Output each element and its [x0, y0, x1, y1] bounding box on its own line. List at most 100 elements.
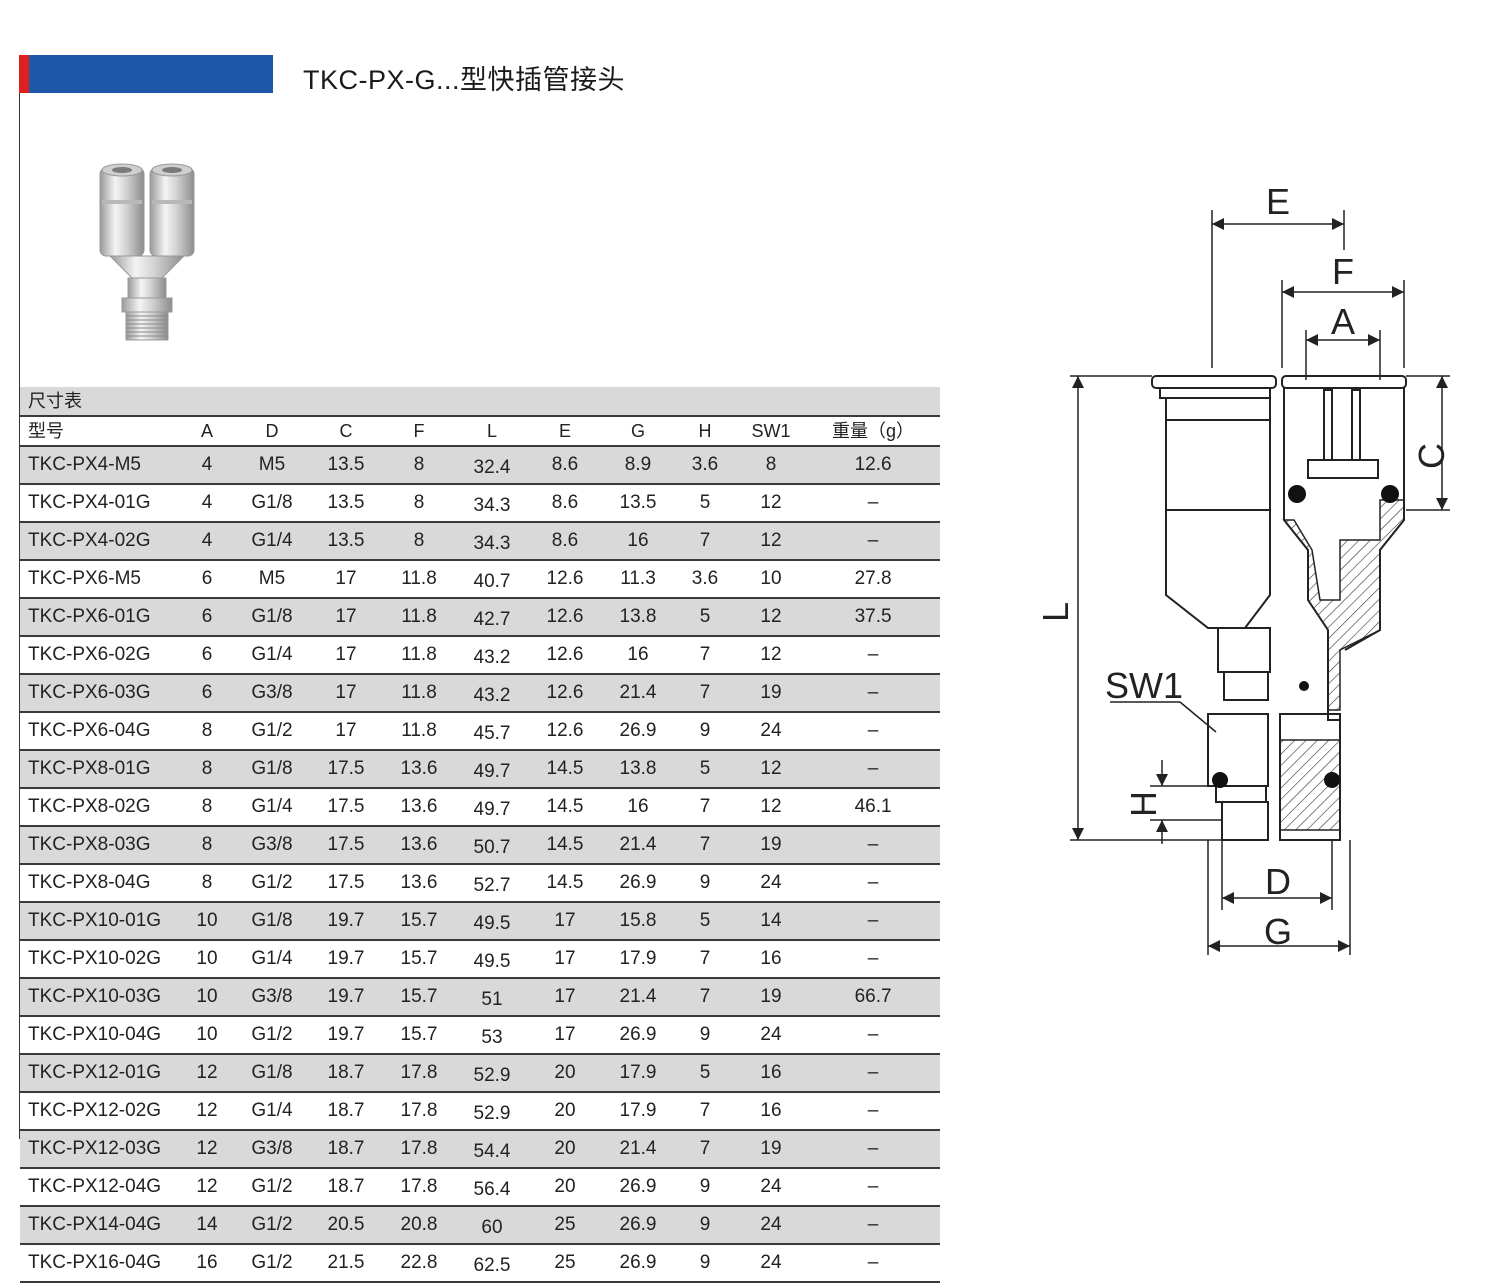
table-cell: 17.5 — [310, 750, 382, 790]
table-cell: 5 — [674, 484, 736, 524]
table-cell: 22.8 — [382, 1244, 456, 1283]
table-cell: – — [806, 750, 941, 790]
table-cell: 19 — [736, 826, 806, 866]
table-cell: 9 — [674, 1244, 736, 1283]
table-cell: 18.7 — [310, 1054, 382, 1094]
table-cell: 8 — [382, 484, 456, 524]
table-cell: 52.7 — [456, 864, 528, 904]
table-cell: G1/8 — [234, 1054, 310, 1094]
table-cell: 24 — [736, 1168, 806, 1208]
table-cell: 45.7 — [456, 712, 528, 752]
table-cell: 37.5 — [806, 598, 941, 638]
table-cell: 24 — [736, 1206, 806, 1246]
page-title: TKC-PX-G...型快插管接头 — [303, 65, 626, 95]
label-A: A — [1331, 301, 1355, 342]
table-cell: 20.5 — [310, 1206, 382, 1246]
table-cell: 10 — [180, 902, 234, 942]
table-cell: 19.7 — [310, 902, 382, 942]
table-cell: 16 — [736, 1092, 806, 1132]
table-cell: 17.9 — [602, 940, 674, 980]
table-cell: 15.7 — [382, 902, 456, 942]
table-cell: G1/2 — [234, 1168, 310, 1208]
table-cell: 9 — [674, 1016, 736, 1056]
table-cell: TKC-PX8-04G — [20, 864, 180, 904]
header-cell: 型号 — [20, 416, 180, 448]
header-cell: G — [602, 416, 674, 448]
table-cell: TKC-PX12-02G — [20, 1092, 180, 1132]
technical-drawing: E F A C L SW1 H D G — [1040, 181, 1452, 955]
table-cell: G1/4 — [234, 636, 310, 676]
table-cell: – — [806, 712, 941, 752]
table-cell: 16 — [602, 636, 674, 676]
table-cell: TKC-PX10-03G — [20, 978, 180, 1018]
table-cell: 19.7 — [310, 978, 382, 1018]
table-cell: 20 — [528, 1092, 602, 1132]
table-cell: 13.5 — [310, 484, 382, 524]
table-caption: 尺寸表 — [20, 387, 941, 418]
table-cell: 34.3 — [456, 484, 528, 524]
header-cell: D — [234, 416, 310, 448]
table-cell: 24 — [736, 864, 806, 904]
table-cell: 17 — [528, 902, 602, 942]
table-cell: 20.8 — [382, 1206, 456, 1246]
table-cell: 17.8 — [382, 1168, 456, 1208]
table-cell: TKC-PX16-04G — [20, 1244, 180, 1283]
table-cell: 14 — [180, 1206, 234, 1246]
table-cell: 17.8 — [382, 1092, 456, 1132]
table-cell: 13.6 — [382, 864, 456, 904]
table-cell: TKC-PX8-02G — [20, 788, 180, 828]
table-cell: 12 — [180, 1168, 234, 1208]
table-cell: 13.6 — [382, 826, 456, 866]
table-cell: 21.4 — [602, 978, 674, 1018]
table-cell: 12 — [736, 750, 806, 790]
header-cell: L — [456, 416, 528, 448]
table-cell: 11.8 — [382, 636, 456, 676]
table-cell: 17 — [528, 940, 602, 980]
table-cell: 42.7 — [456, 598, 528, 638]
table-cell: – — [806, 522, 941, 562]
table-cell: 3.6 — [674, 446, 736, 486]
table-cell: – — [806, 674, 941, 714]
label-E: E — [1266, 181, 1290, 222]
table-cell: 13.5 — [310, 446, 382, 486]
table-cell: 12 — [736, 788, 806, 828]
table-cell: 26.9 — [602, 712, 674, 752]
table-cell: 15.7 — [382, 940, 456, 980]
table-cell: 13.5 — [602, 484, 674, 524]
table-cell: – — [806, 864, 941, 904]
table-cell: 15.8 — [602, 902, 674, 942]
table-cell: 21.4 — [602, 1130, 674, 1170]
table-cell: G1/2 — [234, 864, 310, 904]
table-cell: 5 — [674, 902, 736, 942]
table-cell: 9 — [674, 1168, 736, 1208]
table-cell: 15.7 — [382, 978, 456, 1018]
table-cell: 51 — [456, 978, 528, 1018]
table-cell: 17 — [310, 636, 382, 676]
table-cell: – — [806, 902, 941, 942]
table-cell: – — [806, 484, 941, 524]
label-H: H — [1123, 791, 1164, 817]
table-cell: G3/8 — [234, 826, 310, 866]
table-cell: G3/8 — [234, 674, 310, 714]
table-cell: 8 — [180, 826, 234, 866]
table-cell: 17 — [310, 560, 382, 600]
table-cell: – — [806, 1206, 941, 1246]
table-cell: 14 — [736, 902, 806, 942]
table-cell: 8.9 — [602, 446, 674, 486]
table-cell: 10 — [180, 940, 234, 980]
table-cell: 6 — [180, 636, 234, 676]
table-cell: – — [806, 826, 941, 866]
table-cell: 13.8 — [602, 598, 674, 638]
table-cell: 9 — [674, 712, 736, 752]
table-cell: 8 — [736, 446, 806, 486]
table-cell: – — [806, 636, 941, 676]
table-cell: 4 — [180, 446, 234, 486]
table-cell: 17.5 — [310, 864, 382, 904]
table-header-row: 型号 A D C F L E G H SW1 重量（g） — [20, 416, 941, 448]
